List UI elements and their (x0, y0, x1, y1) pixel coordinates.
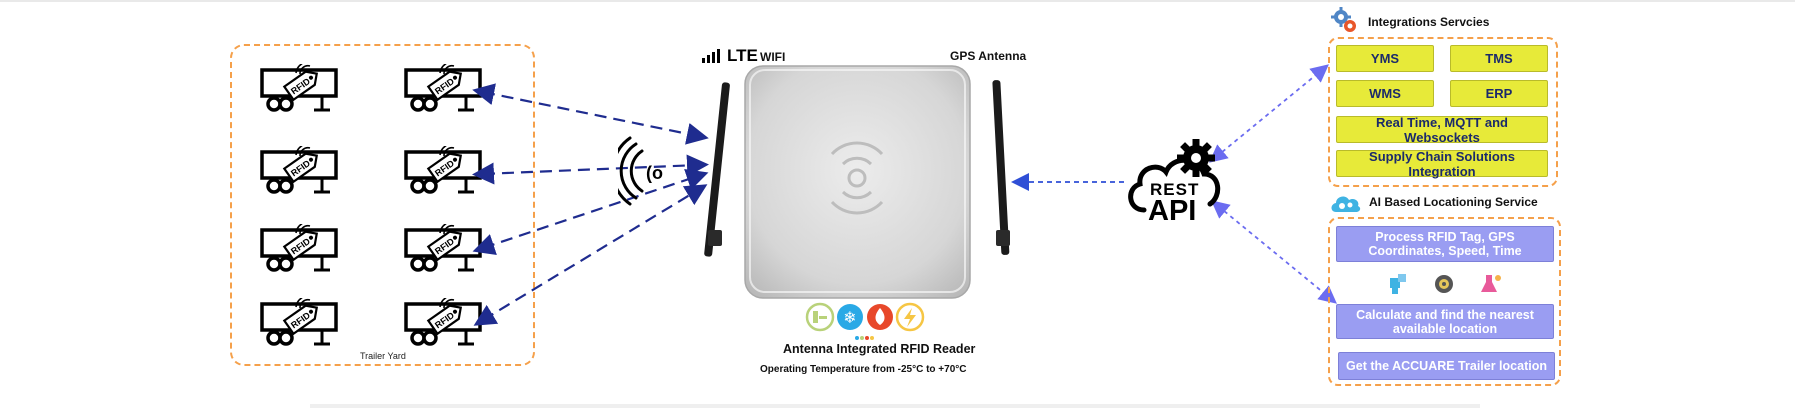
trailer-yard-label: Trailer Yard (360, 351, 406, 361)
get-trailer-location-button[interactable]: Get the ACCUARE Trailer location (1338, 352, 1555, 380)
arrow-api-integrations (1209, 64, 1329, 163)
chip-gear-icon (1435, 275, 1453, 293)
rest-api-cloud-icon (1128, 139, 1221, 213)
trailer-icon-2: RFID (404, 64, 482, 112)
ai-cloud-icon (1331, 196, 1361, 212)
erp-button[interactable]: ERP (1450, 80, 1548, 107)
trailer-icon-4: RFID (404, 146, 482, 194)
flask-icon (1481, 275, 1501, 292)
calculate-location-button[interactable]: Calculate and find the nearest available… (1336, 304, 1554, 339)
arrow-trailer-1 (472, 83, 709, 145)
lte-label: LTE (727, 46, 758, 65)
feature-icons: ❄ (805, 302, 925, 340)
svg-text:(o: (o (646, 163, 663, 183)
operating-temperature: Operating Temperature from -25°C to +70°… (760, 364, 967, 375)
trailer-icon-1: RFID (260, 64, 338, 112)
bottom-divider (310, 404, 1480, 408)
integrations-gears-icon (1331, 7, 1356, 32)
trailer-icon-3: RFID (260, 146, 338, 194)
arrow-api-ai (1211, 200, 1337, 304)
realtime-mqtt-button[interactable]: Real Time, MQTT and Websockets (1336, 115, 1548, 145)
ai-title: AI Based Locationing Service (1369, 195, 1538, 209)
svg-text:❄: ❄ (843, 308, 856, 327)
top-divider (0, 0, 1795, 2)
industrial-icon (805, 302, 835, 332)
signal-bars-icon (702, 49, 720, 63)
arrow-trailer-2 (472, 154, 709, 185)
reader-title: Antenna Integrated RFID Reader (783, 342, 976, 356)
rfid-signal-icon: (o (618, 136, 663, 206)
ai-process-icons (1390, 274, 1501, 294)
integrations-title: Integrations Servcies (1368, 15, 1490, 29)
right-antenna (992, 80, 1010, 255)
rfid-reader-device (704, 65, 1010, 299)
reader-logo-icon (830, 141, 884, 215)
lightning-icon (895, 302, 925, 332)
gear-icon (1177, 139, 1215, 177)
wifi-label: WIFI (760, 50, 786, 64)
gps-antenna-label: GPS Antenna (950, 49, 1027, 63)
trailer-icon-7: RFID (260, 298, 338, 346)
puzzle-icon (1390, 274, 1406, 294)
flame-icon (867, 304, 893, 330)
ai-box (1328, 217, 1561, 386)
trailer-icon-5: RFID (260, 224, 338, 272)
tms-button[interactable]: TMS (1450, 45, 1548, 72)
supply-chain-button[interactable]: Supply Chain Solutions Integration (1336, 149, 1548, 179)
arrow-trailer-4 (473, 184, 708, 326)
api-label: API (1148, 195, 1197, 227)
left-antenna (704, 82, 730, 257)
rest-label: REST (1150, 180, 1200, 199)
wms-button[interactable]: WMS (1336, 80, 1434, 107)
process-data-button[interactable]: Process RFID Tag, GPS Coordinates, Speed… (1336, 226, 1554, 262)
yms-button[interactable]: YMS (1336, 45, 1434, 72)
integrations-box (1328, 37, 1558, 187)
snowflake-icon: ❄ (837, 304, 863, 330)
